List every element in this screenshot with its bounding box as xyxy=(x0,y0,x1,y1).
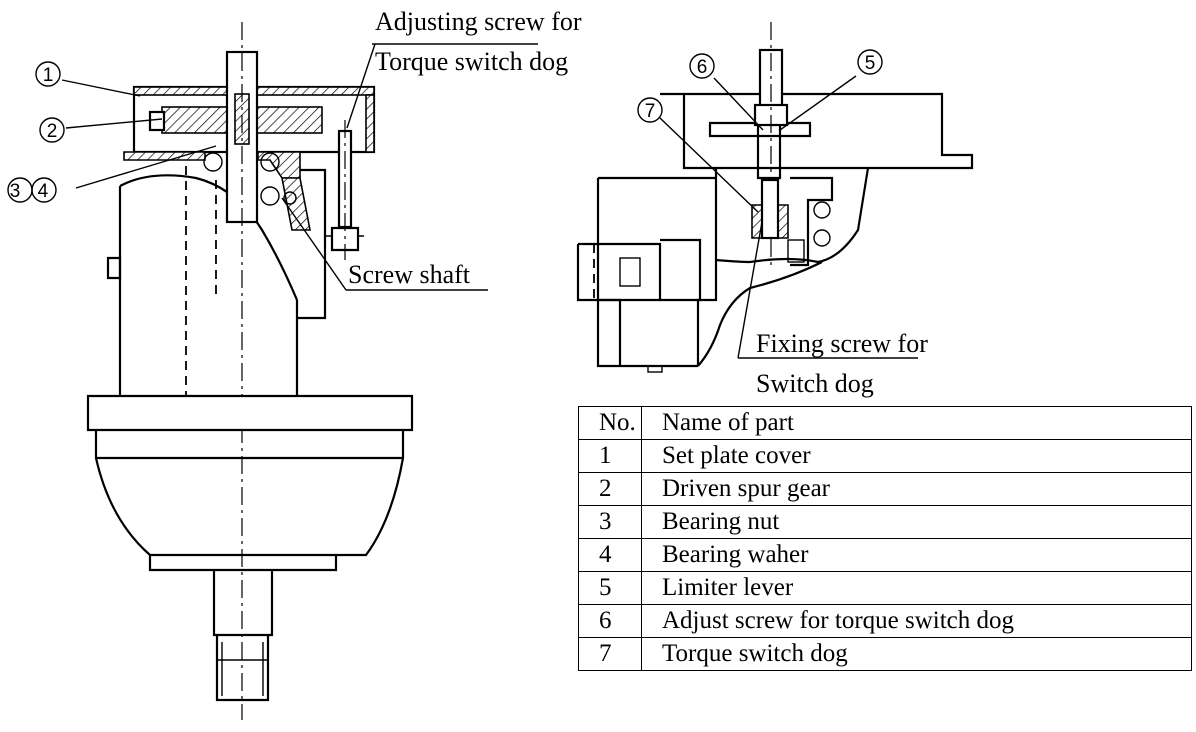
callout-3-4: 3 4 xyxy=(7,177,57,203)
right-leader-lines xyxy=(659,75,918,359)
header-no: No. xyxy=(578,406,642,440)
switch-unit-drawing xyxy=(576,22,974,373)
svg-text:7: 7 xyxy=(645,101,656,122)
part-name: Limiter lever xyxy=(641,571,1192,605)
part-no: 3 xyxy=(578,505,642,539)
screw-shaft-label: Screw shaft xyxy=(348,260,471,289)
svg-text:6: 6 xyxy=(697,57,708,78)
callout-5: 5 xyxy=(857,49,883,75)
parts-table-header: No. Name of part xyxy=(578,406,1192,440)
part-name: Bearing waher xyxy=(641,538,1192,572)
callout-6: 6 xyxy=(689,53,715,79)
svg-text:3 4: 3 4 xyxy=(10,181,54,202)
part-name: Bearing nut xyxy=(641,505,1192,539)
svg-text:5: 5 xyxy=(865,53,876,74)
part-no: 5 xyxy=(578,571,642,605)
callout-7: 7 xyxy=(637,97,663,123)
callout-2: 2 xyxy=(39,117,65,143)
fixing-screw-label-2: Switch dog xyxy=(756,369,874,398)
actuator-section-drawing xyxy=(86,22,414,720)
svg-text:1: 1 xyxy=(43,65,54,86)
part-no: 2 xyxy=(578,472,642,506)
svg-text:2: 2 xyxy=(47,121,58,142)
adjusting-screw-label-1: Adjusting screw for xyxy=(375,7,582,36)
part-name: Set plate cover xyxy=(641,439,1192,473)
part-no: 1 xyxy=(578,439,642,473)
part-name: Adjust screw for torque switch dog xyxy=(641,604,1192,638)
part-name: Driven spur gear xyxy=(641,472,1192,506)
part-name: Torque switch dog xyxy=(641,637,1192,671)
adjusting-screw-label-2: Torque switch dog xyxy=(375,47,568,76)
part-no: 6 xyxy=(578,604,642,638)
fixing-screw-label-1: Fixing screw for xyxy=(756,329,928,358)
callout-1: 1 xyxy=(35,61,61,87)
header-name: Name of part xyxy=(641,406,1192,440)
part-no: 7 xyxy=(578,637,642,671)
left-leader-lines xyxy=(61,43,538,291)
part-no: 4 xyxy=(578,538,642,572)
